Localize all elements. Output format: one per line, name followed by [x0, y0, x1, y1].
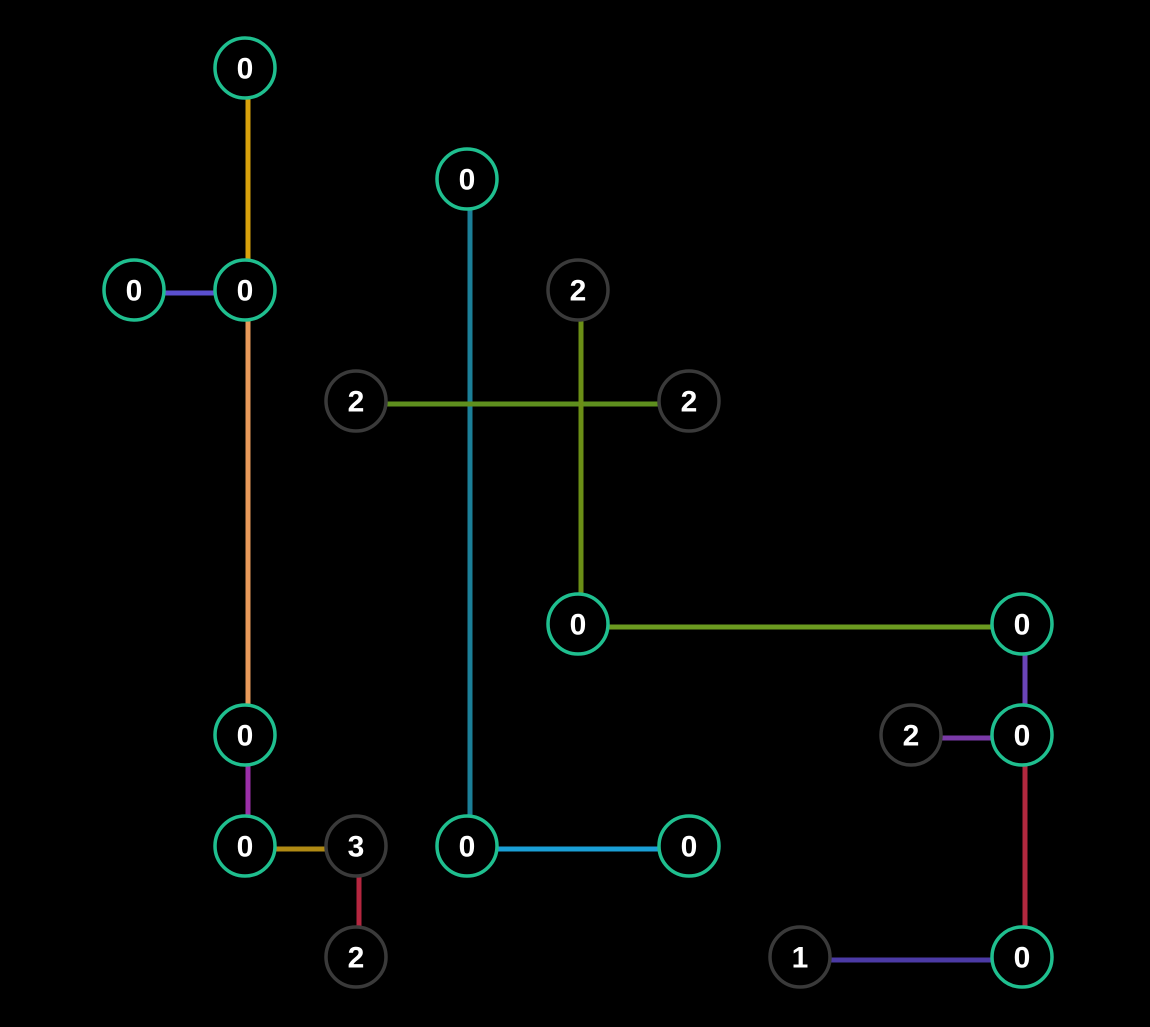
island-ring — [990, 703, 1054, 767]
island-t[interactable]: 1 — [768, 925, 832, 989]
island-label: 0 — [570, 609, 587, 642]
island-label: 2 — [348, 942, 365, 975]
island-m[interactable]: 0 — [546, 592, 610, 656]
island-o[interactable]: 0 — [990, 592, 1054, 656]
island-ring — [102, 258, 166, 322]
island-q[interactable]: 0 — [990, 703, 1054, 767]
island-k[interactable]: 0 — [435, 814, 499, 878]
island-r[interactable]: 2 — [879, 703, 943, 767]
island-label: 2 — [903, 720, 920, 753]
island-ring — [879, 703, 943, 767]
island-label: 0 — [237, 275, 254, 308]
island-label: 2 — [348, 386, 365, 419]
island-ring — [213, 814, 277, 878]
island-ring — [324, 925, 388, 989]
island-i[interactable]: 2 — [324, 369, 388, 433]
islands-layer: 0 0 0 0 0 0 3 2 2 0 2 0 2 0 0 0 2 0 1 — [102, 36, 1054, 989]
island-p[interactable]: 0 — [657, 814, 721, 878]
island-l[interactable]: 2 — [546, 258, 610, 322]
island-f[interactable]: 0 — [213, 814, 277, 878]
island-label: 0 — [681, 831, 698, 864]
island-label: 3 — [348, 831, 365, 864]
island-s[interactable]: 0 — [990, 925, 1054, 989]
island-ring — [990, 925, 1054, 989]
island-label: 0 — [459, 831, 476, 864]
island-c[interactable]: 0 — [102, 258, 166, 322]
island-n[interactable]: 2 — [657, 369, 721, 433]
island-ring — [546, 258, 610, 322]
island-e[interactable]: 0 — [213, 703, 277, 767]
island-ring — [324, 369, 388, 433]
island-label: 0 — [237, 831, 254, 864]
island-label: 0 — [237, 53, 254, 86]
island-ring — [213, 258, 277, 322]
island-ring — [324, 814, 388, 878]
island-h[interactable]: 2 — [324, 925, 388, 989]
island-ring — [546, 592, 610, 656]
island-label: 0 — [459, 164, 476, 197]
island-ring — [435, 814, 499, 878]
island-label: 2 — [681, 386, 698, 419]
bridges-layer — [137, 71, 1028, 963]
island-g[interactable]: 3 — [324, 814, 388, 878]
island-label: 0 — [1014, 609, 1031, 642]
island-label: 2 — [570, 275, 587, 308]
island-ring — [657, 814, 721, 878]
island-ring — [435, 147, 499, 211]
island-ring — [213, 36, 277, 100]
island-label: 1 — [792, 942, 809, 975]
island-a[interactable]: 0 — [213, 36, 277, 100]
island-label: 0 — [1014, 942, 1031, 975]
island-ring — [657, 369, 721, 433]
island-label: 0 — [126, 275, 143, 308]
island-label: 0 — [1014, 720, 1031, 753]
island-ring — [213, 703, 277, 767]
island-ring — [768, 925, 832, 989]
island-ring — [990, 592, 1054, 656]
island-d[interactable]: 0 — [435, 147, 499, 211]
island-b[interactable]: 0 — [213, 258, 277, 322]
island-label: 0 — [237, 720, 254, 753]
